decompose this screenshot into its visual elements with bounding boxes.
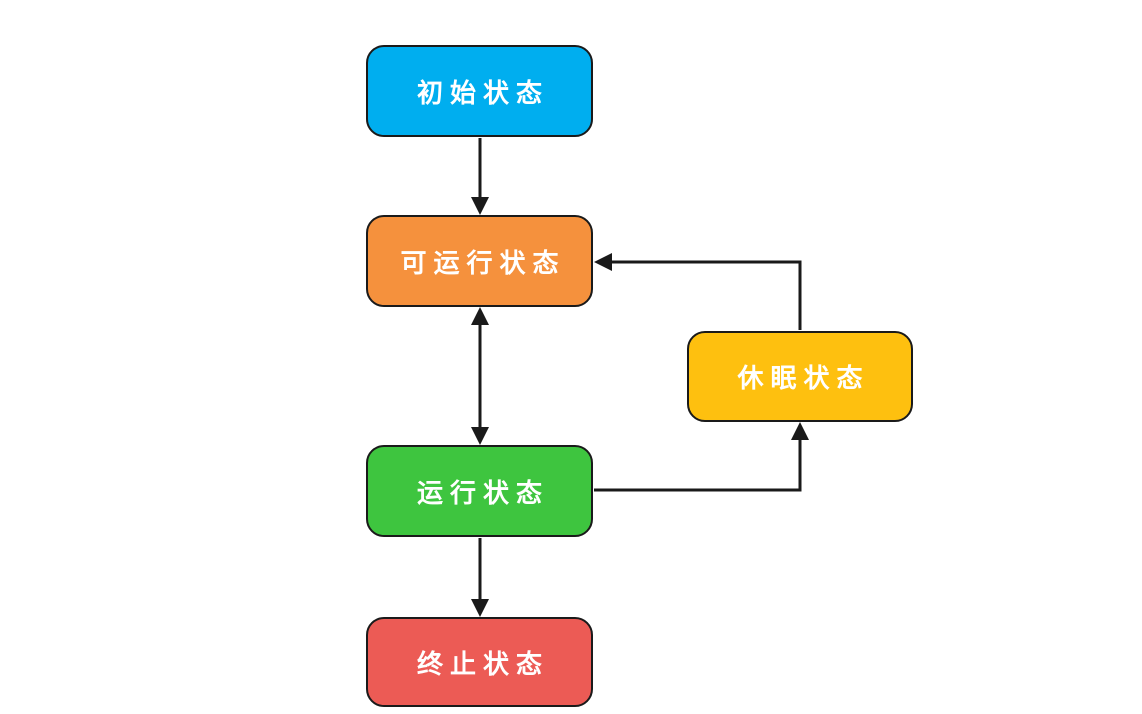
node-running-state-label: 运行状态 <box>416 477 549 508</box>
arrow-runnable-running-bidirectional <box>471 307 489 445</box>
node-running-state: 运行状态 <box>366 445 593 537</box>
node-sleeping-state: 休眠状态 <box>687 331 913 422</box>
arrow-initial-to-runnable <box>471 138 489 215</box>
node-terminated-state: 终止状态 <box>366 617 593 707</box>
node-runnable-state: 可运行状态 <box>366 215 593 307</box>
arrow-running-to-sleeping <box>594 422 809 492</box>
node-initial-state: 初始状态 <box>366 45 593 137</box>
arrow-running-to-terminated <box>471 538 489 617</box>
arrow-sleeping-to-runnable <box>594 253 802 330</box>
node-terminated-state-label: 终止状态 <box>416 648 549 679</box>
node-sleeping-state-label: 休眠状态 <box>737 363 870 393</box>
node-initial-state-label: 初始状态 <box>416 77 549 108</box>
node-runnable-state-label: 可运行状态 <box>400 247 566 278</box>
